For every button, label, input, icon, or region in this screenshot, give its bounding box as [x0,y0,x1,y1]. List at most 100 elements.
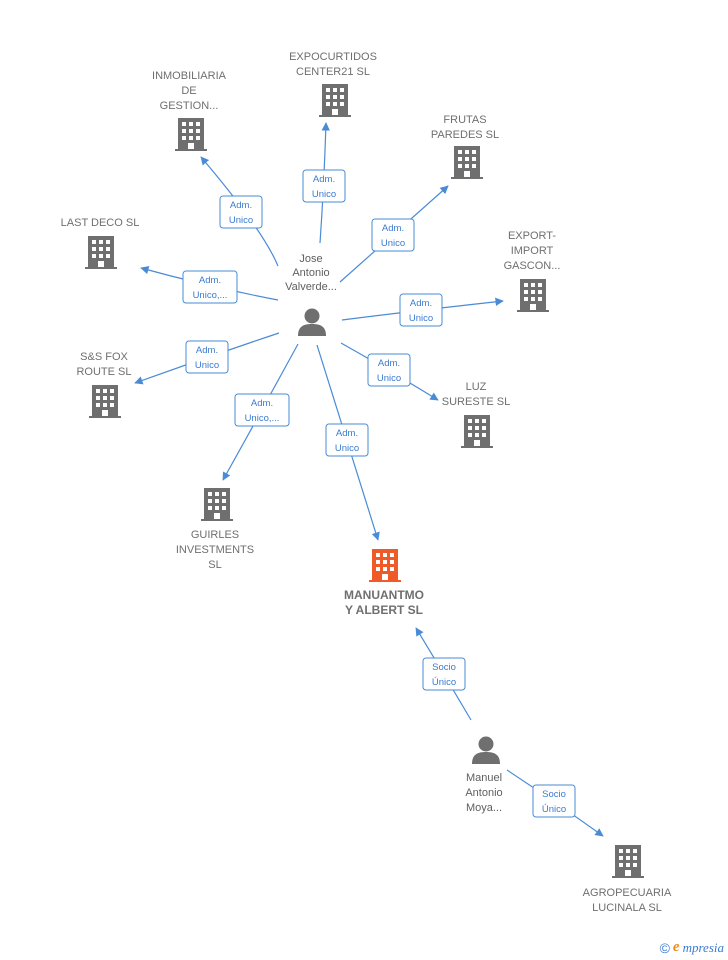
company-name: LAST DECO SL [61,217,140,229]
company-node-frutas[interactable]: FRUTAS PAREDES SL [431,114,499,179]
relation-edge[interactable]: Adm. Unico [340,342,439,401]
company-name: DE [181,85,196,97]
relation-edge[interactable]: Adm. Unico [341,293,504,327]
person-name: Antonio [292,267,329,279]
person-icon [298,308,326,336]
edge-label: Adm. [196,345,218,356]
edge-label-box [185,340,229,374]
edge-label: Unico [409,313,433,324]
edge-label: Único [542,804,566,815]
edge-label: Adm. [410,298,432,309]
company-node-guirles[interactable]: GUIRLES INVESTMENTS SL [176,488,254,571]
company-node-expocurtidos[interactable]: EXPOCURTIDOS CENTER21 SL [289,51,377,117]
edge-label-box [325,423,369,457]
relation-edge[interactable]: Adm. Unico,... [222,343,299,481]
company-name: PAREDES SL [431,129,499,141]
edge-label: Socio [432,662,456,673]
company-name: MANUANTMO [344,588,424,602]
edge-label: Adm. [251,398,273,409]
building-icon [175,118,207,151]
person-name: Jose [299,253,322,265]
company-name: EXPORT- [508,230,556,242]
company-name: INVESTMENTS [176,544,254,556]
building-icon [517,279,549,312]
edge-label-box [302,169,346,203]
edge-label: Unico [335,443,359,454]
edge-label: Único [432,677,456,688]
edge-label: Adm. [199,275,221,286]
brand-e: e [672,939,680,955]
edge-label: Unico [229,215,253,226]
building-icon [85,236,117,269]
copyright-icon: © [659,939,670,956]
edge-label-box [367,353,411,387]
company-name: SL [208,559,221,571]
edge-label: Unico,... [245,413,280,424]
company-node-lastdeco[interactable]: LAST DECO SL [61,217,140,269]
person-node-jose[interactable]: JoseAntonioValverde... [285,253,337,336]
edge-label-box [399,293,443,327]
edge-label: Unico [381,238,405,249]
relation-edge[interactable]: Adm. Unico [339,185,449,283]
company-name: IMPORT [511,245,554,257]
person-node-manuel[interactable]: ManuelAntonioMoya... [465,736,503,815]
edge-label: Unico [377,373,401,384]
relation-edge[interactable]: Adm. Unico [200,156,279,267]
edge-label-box [422,657,466,691]
building-icon [461,415,493,448]
company-name: S&S FOX [80,351,128,363]
edge-label: Adm. [230,200,252,211]
relation-edge[interactable]: Adm. Unico [134,332,280,385]
company-name: GESTION... [160,100,219,112]
edge-label: Unico,... [193,290,228,301]
building-icon [369,549,401,582]
edge-label: Adm. [313,174,335,185]
company-name: CENTER21 SL [296,66,370,78]
company-node-luz[interactable]: LUZ SURESTE SL [442,381,510,448]
company-name: LUZ [466,381,487,393]
edge-label: Unico [195,360,219,371]
edge-label-box [371,218,415,252]
relation-edge[interactable]: Adm. Unico,... [140,265,279,304]
building-icon [201,488,233,521]
company-node-ssfox[interactable]: S&S FOX ROUTE SL [76,351,132,418]
edge-label: Socio [542,789,566,800]
building-icon [451,146,483,179]
company-name: Y ALBERT SL [345,603,423,617]
company-name: ROUTE SL [76,366,131,378]
building-icon [319,84,351,117]
company-node-agropecuaria[interactable]: AGROPECUARIA LUCINALA SL [583,845,672,914]
company-name: GASCON... [504,260,561,272]
edge-label: Adm. [382,223,404,234]
company-name: INMOBILIARIA [152,70,227,82]
company-node-inmobiliaria[interactable]: INMOBILIARIA DE GESTION... [152,70,227,151]
relation-edge[interactable]: Adm. Unico [302,122,346,244]
person-name: Valverde... [285,281,337,293]
company-node-export[interactable]: EXPORT- IMPORT GASCON... [504,230,561,312]
edge-label-box [219,195,263,229]
company-name: AGROPECUARIA [583,887,672,899]
building-icon [612,845,644,878]
relation-edge[interactable]: Adm. Unico [316,344,380,541]
edge-label-box [532,784,576,818]
company-name: EXPOCURTIDOS [289,51,377,63]
edge-label-box [234,393,290,427]
edge-label: Unico [312,189,336,200]
edge-label: Adm. [378,358,400,369]
edge-label-box [182,270,238,304]
person-name: Manuel [466,772,502,784]
brand-name: mpresia [682,939,724,955]
building-icon [89,385,121,418]
company-name: SURESTE SL [442,396,510,408]
person-name: Moya... [466,802,502,814]
edge-label: Adm. [336,428,358,439]
person-icon [472,736,500,764]
company-name: GUIRLES [191,529,239,541]
company-name: FRUTAS [443,114,486,126]
company-name: LUCINALA SL [592,902,662,914]
